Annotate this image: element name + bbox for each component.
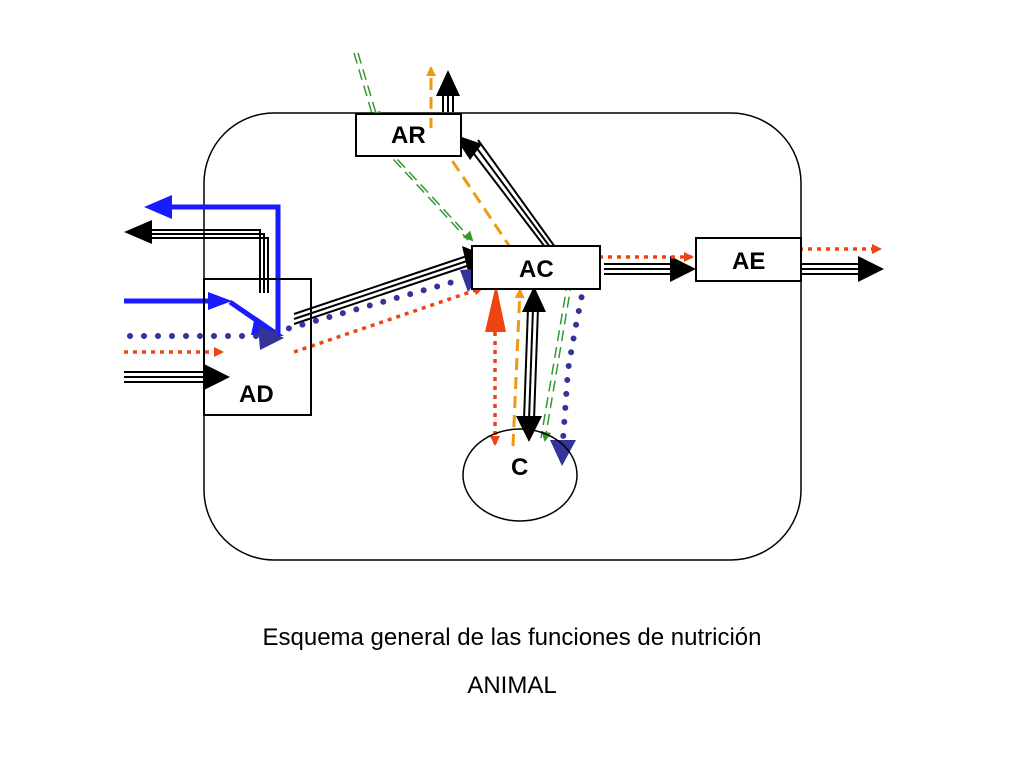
red-flow-ad-ac bbox=[293, 285, 484, 354]
green-flows bbox=[353, 52, 573, 442]
black-flow-ad-ac bbox=[293, 246, 490, 325]
node-c-label: C bbox=[511, 454, 528, 481]
black-flow-ad-out bbox=[124, 220, 269, 293]
black-flow-ar-out bbox=[436, 70, 460, 112]
node-ac-label: AC bbox=[519, 256, 554, 283]
orange-flow-c-ac bbox=[511, 288, 525, 447]
green-flow-in-ar bbox=[353, 52, 381, 122]
orange-flow-ac-ar bbox=[439, 142, 514, 251]
black-flow-ac-ae bbox=[604, 256, 696, 282]
caption-subtitle: ANIMAL bbox=[467, 672, 557, 699]
navy-flow-ac-c bbox=[560, 267, 587, 443]
node-ae: AE bbox=[695, 237, 802, 282]
node-ar-label: AR bbox=[391, 122, 426, 149]
black-flow-ac-ar bbox=[453, 134, 556, 248]
navy-flow-ad-ac bbox=[259, 277, 463, 339]
navy-flows bbox=[127, 267, 587, 443]
node-ac: AC bbox=[471, 245, 601, 290]
navy-arrowhead-c bbox=[550, 440, 576, 466]
node-ar: AR bbox=[355, 113, 462, 157]
caption-title: Esquema general de las funciones de nutr… bbox=[262, 624, 762, 651]
organism-boundary bbox=[203, 112, 802, 561]
node-ae-label: AE bbox=[732, 248, 765, 275]
green-flow-ac-c bbox=[540, 279, 573, 442]
blue-flow-ad-out bbox=[170, 204, 281, 336]
red-arrowhead-c-ac bbox=[485, 284, 506, 332]
node-ad-label: AD bbox=[239, 381, 274, 408]
node-ad: AD bbox=[203, 278, 312, 416]
navy-arrowhead-ad bbox=[258, 325, 284, 350]
black-flow-ae-out bbox=[788, 256, 884, 282]
green-flow-ar-ac bbox=[381, 146, 474, 242]
node-c: C bbox=[462, 428, 578, 522]
black-flow-into-ad bbox=[124, 364, 230, 390]
